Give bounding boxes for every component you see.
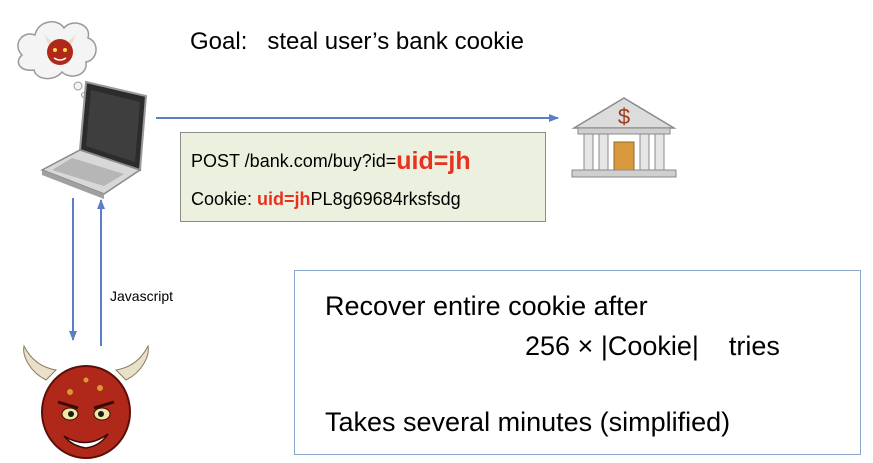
- cookie-line-suffix: PL8g69684rksfsdg: [310, 189, 461, 209]
- bank-icon: $: [571, 97, 677, 178]
- request-line-prefix: POST /bank.com/buy?id=: [191, 151, 397, 171]
- cookie-line: Cookie: uid=jhPL8g69684rksfsdg: [191, 189, 461, 210]
- goal-text: Goal: steal user’s bank cookie: [190, 28, 524, 55]
- cookie-line-prefix: Cookie:: [191, 189, 258, 209]
- thought-cloud-devil-icon: [17, 21, 97, 98]
- laptop-icon: [40, 80, 148, 199]
- request-box: POST /bank.com/buy?id=uid=jh Cookie: uid…: [180, 132, 546, 222]
- devil-icon: [23, 344, 149, 459]
- info-line-3: Takes several minutes (simplified): [325, 407, 731, 437]
- bank-dollar-sign: $: [618, 104, 630, 129]
- request-line-highlight: uid=jh: [396, 147, 471, 175]
- info-line-1: Recover entire cookie after: [325, 291, 648, 321]
- cookie-line-highlight: uid=jh: [257, 189, 311, 209]
- request-line: POST /bank.com/buy?id=uid=jh: [191, 147, 471, 176]
- javascript-label: Javascript: [110, 288, 174, 304]
- info-box: Recover entire cookie after 256 × |Cooki…: [294, 270, 861, 455]
- info-line-2: 256 × |Cookie| tries: [525, 331, 780, 361]
